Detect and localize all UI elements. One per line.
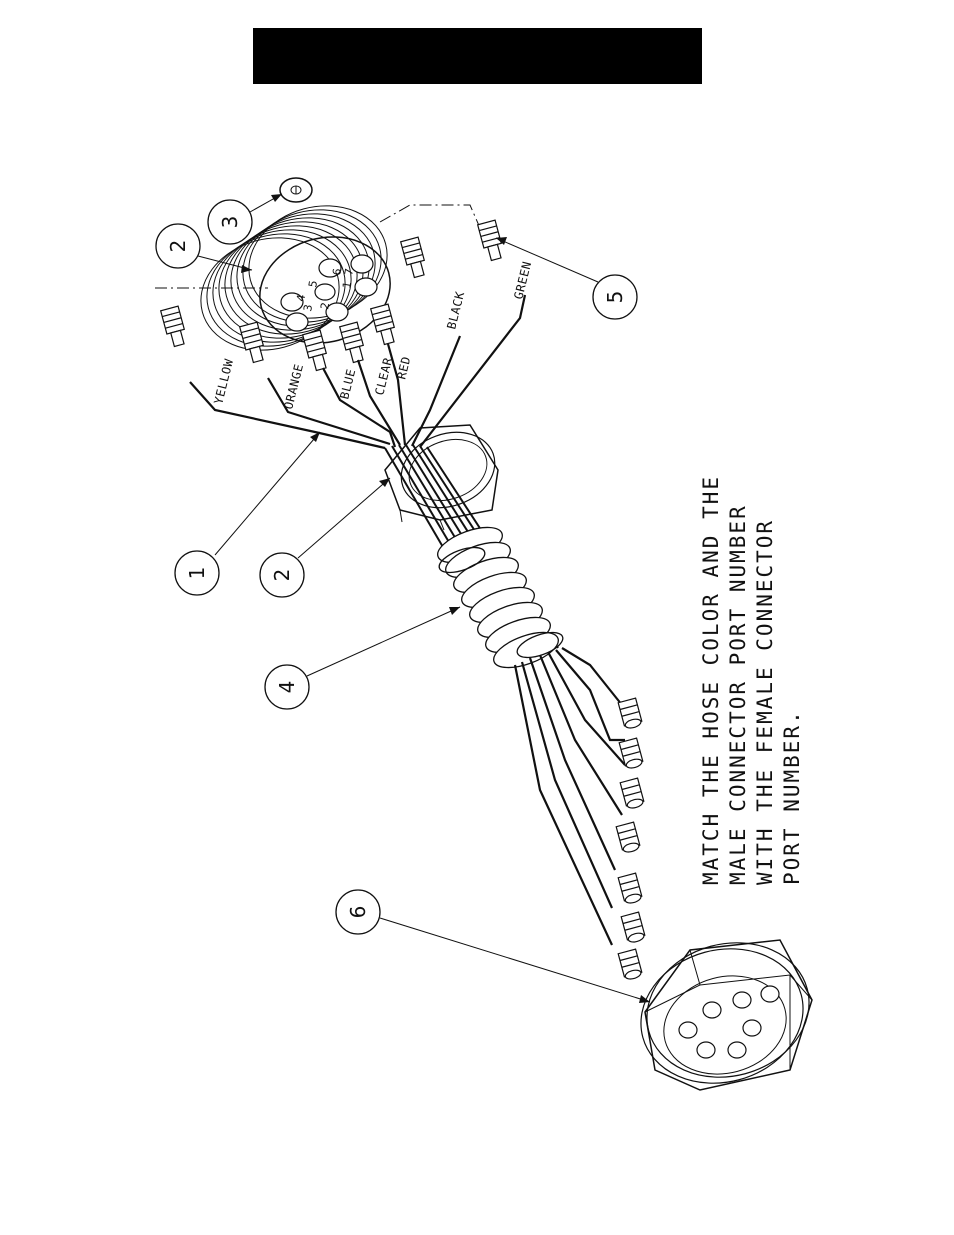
port-number-4: 4 — [294, 293, 308, 302]
fitting-blue — [303, 330, 330, 371]
fitting-red — [371, 304, 398, 345]
female-connector — [626, 925, 825, 1101]
callout-number-6: 6 — [346, 906, 370, 919]
spiral-wrap — [433, 520, 566, 675]
male-connector-ports — [281, 255, 377, 331]
female-fitting-6 — [621, 912, 646, 944]
callout-4: 4 — [265, 607, 460, 709]
hose-label-red: RED — [394, 355, 413, 381]
port-number-1: 1 — [340, 280, 354, 289]
hose-label-yellow: YELLOW — [211, 357, 236, 406]
hose-label-green: GREEN — [511, 260, 534, 301]
callout-number-5: 5 — [603, 291, 627, 304]
female-fitting-1 — [618, 698, 643, 730]
fitting-orange — [240, 322, 267, 363]
hose-label-orange: ORANGE — [281, 362, 306, 410]
female-fitting-5 — [618, 873, 643, 905]
female-fitting-7 — [618, 949, 643, 981]
female-fitting-2 — [619, 738, 644, 770]
fitting-yellow — [161, 306, 188, 347]
note-line-4: PORT NUMBER. — [780, 709, 804, 885]
instruction-note: MATCH THE HOSE COLOR AND THE MALE CONNEC… — [699, 475, 804, 885]
female-fitting-4 — [616, 822, 641, 854]
callout-number-2-nut: 2 — [270, 569, 294, 582]
cap-washer — [280, 178, 312, 202]
fitting-clear — [340, 322, 367, 363]
hose-label-clear: CLEAR — [372, 356, 395, 397]
female-connector-ports — [679, 986, 779, 1058]
callout-2-nut: 2 — [260, 478, 390, 597]
callout-number-3: 3 — [218, 216, 242, 229]
note-line-2: MALE CONNECTOR PORT NUMBER — [726, 504, 750, 885]
hose-label-blue: BLUE — [337, 367, 358, 400]
center-lines — [155, 205, 480, 288]
fitting-black — [401, 237, 428, 278]
callout-3: 3 — [208, 194, 282, 244]
port-number-2: 2 — [318, 301, 332, 310]
callout-number-4: 4 — [275, 681, 299, 694]
hose-lines-lower — [515, 648, 625, 945]
hose-label-black: BLACK — [444, 290, 467, 331]
port-number-3: 3 — [301, 303, 315, 312]
callout-number-2-connector: 2 — [166, 240, 190, 253]
callout-6: 6 — [336, 890, 650, 1003]
callout-number-1: 1 — [185, 567, 209, 580]
note-line-3: WITH THE FEMALE CONNECTOR — [753, 519, 777, 885]
female-fitting-3 — [620, 778, 645, 810]
callout-1: 1 — [175, 432, 320, 595]
port-number-5: 5 — [306, 279, 320, 288]
note-line-1: MATCH THE HOSE COLOR AND THE — [699, 475, 723, 885]
